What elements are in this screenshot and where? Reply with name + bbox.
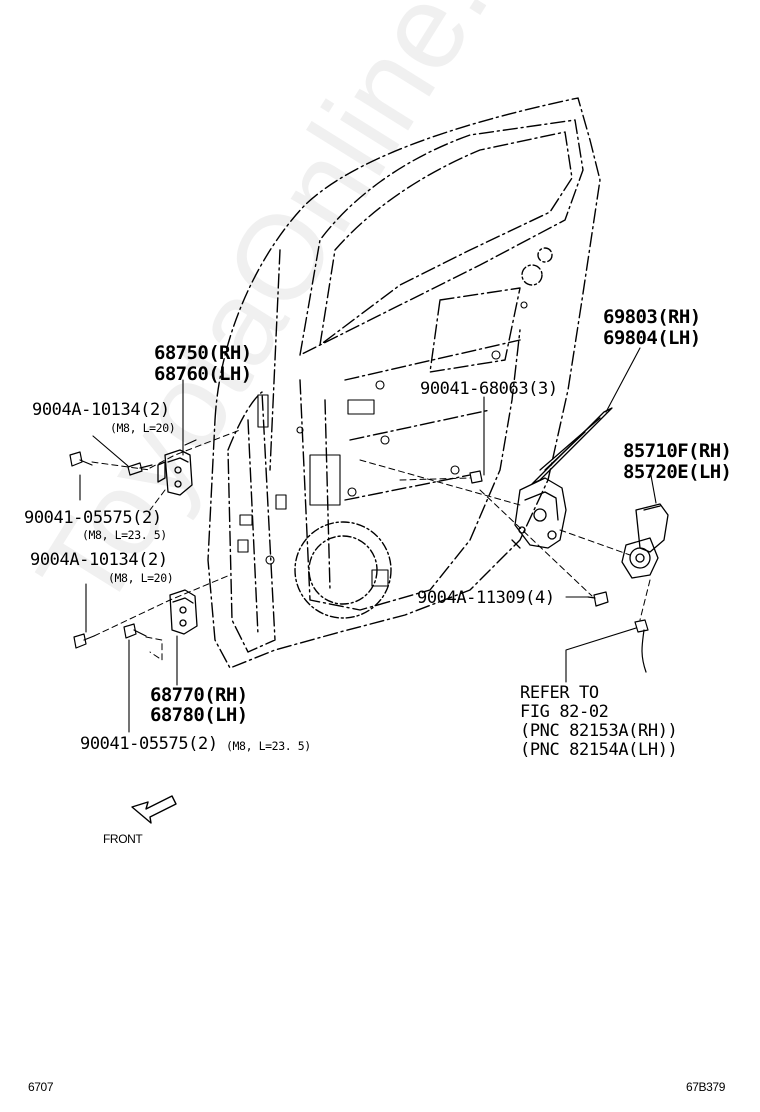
label-hinge-upper-rh: 68750(RH): [154, 342, 252, 364]
dashed-assembly-lines: [91, 429, 651, 661]
label-bolt-a-lower-spec: (M8, L=20): [108, 571, 174, 585]
label-motor-rh: 85710F(RH): [623, 440, 732, 462]
door-panel-outline: [207, 97, 601, 669]
label-refer-line-4: (PNC 82154A(LH)): [520, 740, 678, 760]
window-regulator: [511, 407, 613, 549]
door-holes: [237, 301, 528, 587]
label-hinge-lower-rh: 68770(RH): [150, 684, 248, 706]
label-bolt-b-upper-spec: (M8, L=23. 5): [82, 528, 167, 542]
front-arrow-icon: [131, 795, 177, 824]
lower-hinge: [169, 589, 198, 635]
label-hinge-upper-lh: 68760(LH): [154, 363, 252, 385]
footer-figure-code: 67B379: [686, 1080, 725, 1094]
footer-page-number: 6707: [28, 1080, 54, 1094]
motor-wire: [634, 619, 649, 673]
label-bolt-b-lower: 90041-05575(2): [80, 734, 218, 754]
label-hinge-lower-lh: 68780(LH): [150, 704, 248, 726]
label-refer-line-1: REFER TO: [520, 683, 599, 703]
leader-lines: [79, 347, 657, 733]
label-bolt-11309: 9004A-11309(4): [417, 588, 555, 608]
label-bolt-a-upper: 9004A-10134(2): [32, 400, 170, 420]
upper-hinge: [157, 449, 193, 496]
label-front: FRONT: [103, 832, 143, 846]
label-bolt-a-lower: 9004A-10134(2): [30, 550, 168, 570]
label-motor-lh: 85720E(LH): [623, 461, 732, 483]
bolts: [69, 451, 609, 649]
label-screw-68063: 90041-68063(3): [420, 379, 558, 399]
label-bolt-b-lower-spec: (M8, L=23. 5): [226, 739, 311, 753]
label-bolt-b-upper: 90041-05575(2): [24, 508, 162, 528]
regulator-motor: [621, 503, 669, 579]
label-regulator-rh: 69803(RH): [603, 306, 701, 328]
label-refer-line-3: (PNC 82153A(RH)): [520, 721, 678, 741]
speaker-openings: [294, 247, 553, 619]
label-refer-line-2: FIG 82-02: [520, 702, 609, 722]
label-bolt-a-upper-spec: (M8, L=20): [110, 421, 176, 435]
label-regulator-lh: 69804(LH): [603, 327, 701, 349]
